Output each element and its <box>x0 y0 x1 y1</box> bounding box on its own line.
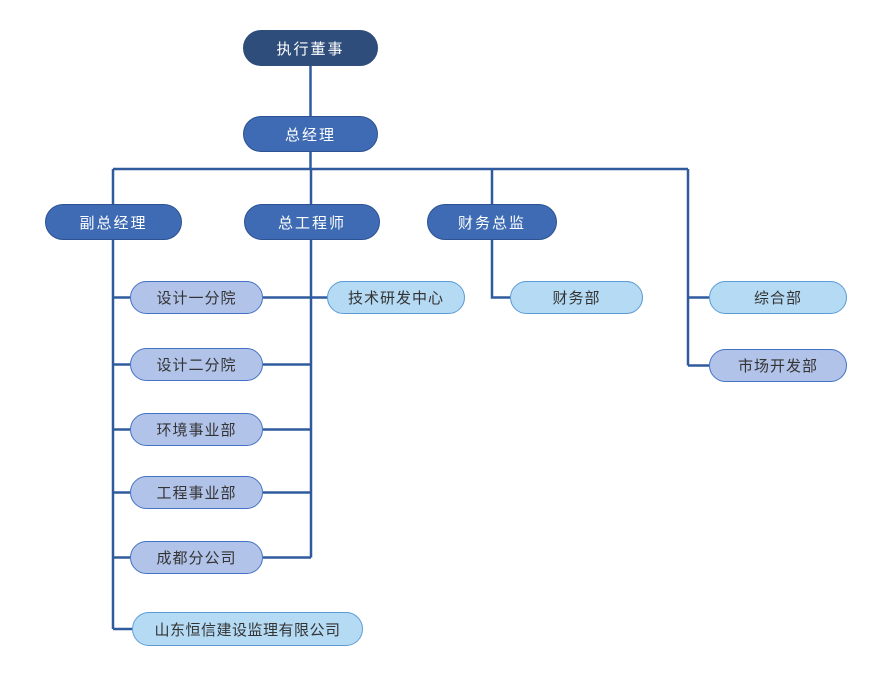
node-finance-director: 财务总监 <box>427 204 557 240</box>
node-deputy-general-manager: 副总经理 <box>45 204 182 240</box>
node-general-manager: 总经理 <box>243 116 378 152</box>
node-design-branch-1: 设计一分院 <box>130 281 263 314</box>
node-shandong-hengxin: 山东恒信建设监理有限公司 <box>132 612 363 646</box>
node-design-branch-2: 设计二分院 <box>130 348 263 381</box>
node-chengdu-branch: 成都分公司 <box>130 541 263 574</box>
node-general-dept: 综合部 <box>709 281 847 314</box>
node-market-dev-dept: 市场开发部 <box>709 349 847 382</box>
node-finance-dept: 财务部 <box>510 281 643 314</box>
node-tech-rd-center: 技术研发中心 <box>327 281 465 314</box>
node-executive-director: 执行董事 <box>243 30 378 66</box>
node-environment-div: 环境事业部 <box>130 413 263 446</box>
node-chief-engineer: 总工程师 <box>244 204 380 240</box>
node-engineering-div: 工程事业部 <box>130 476 263 509</box>
